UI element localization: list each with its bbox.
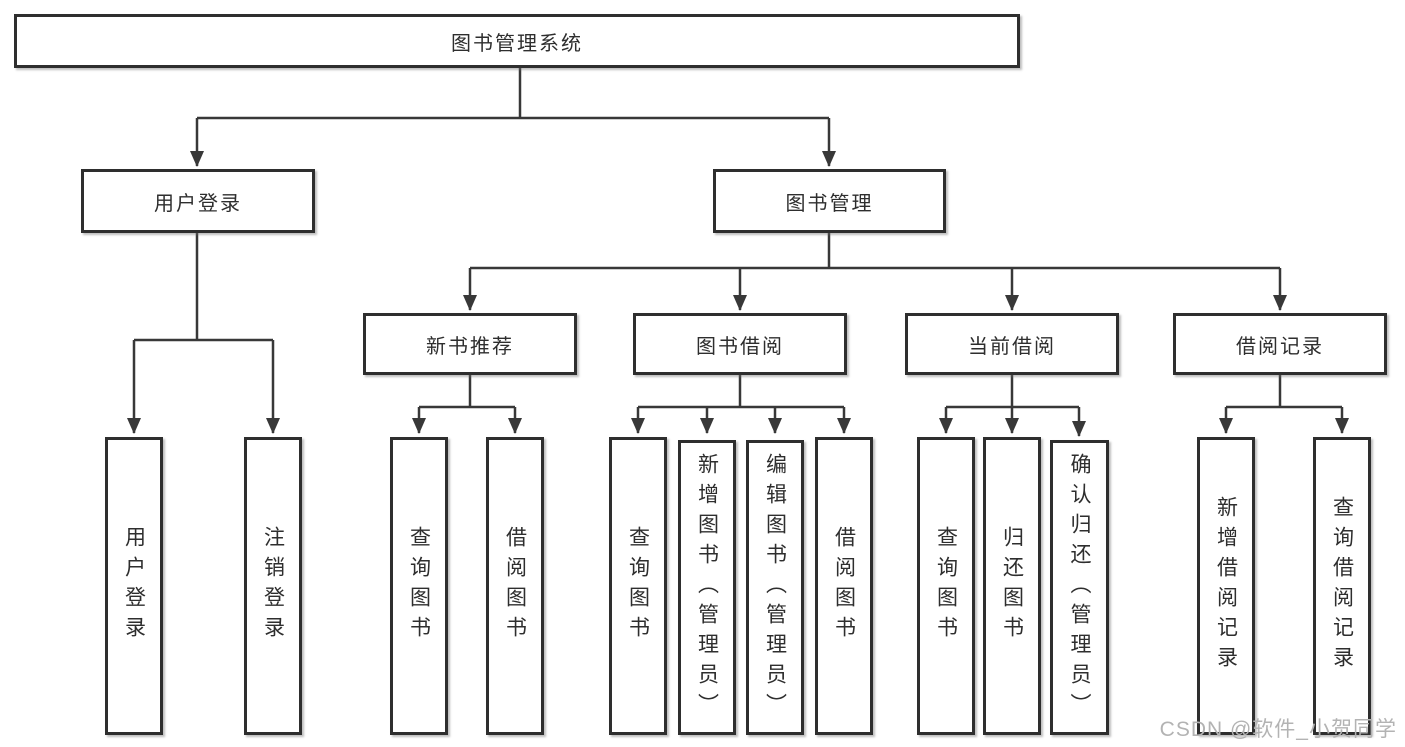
node-query-books-current: 查询图书 — [917, 437, 975, 735]
node-book-borrow: 图书借阅 — [633, 313, 847, 375]
node-add-books-admin: 新增图书（管理员） — [678, 440, 736, 735]
node-confirm-return-admin: 确认归还（管理员） — [1050, 440, 1109, 735]
node-return-books: 归还图书 — [983, 437, 1041, 735]
node-book-management: 图书管理 — [713, 169, 946, 233]
node-logout: 注销登录 — [244, 437, 302, 735]
node-user-login-branch: 用户登录 — [81, 169, 315, 233]
node-query-books-recommend: 查询图书 — [390, 437, 448, 735]
node-edit-books-admin: 编辑图书（管理员） — [746, 440, 804, 735]
node-borrow-books: 借阅图书 — [815, 437, 873, 735]
node-root-book-management-system: 图书管理系统 — [14, 14, 1020, 68]
node-query-borrow-record: 查询借阅记录 — [1313, 437, 1371, 735]
node-new-book-recommend: 新书推荐 — [363, 313, 577, 375]
node-query-books-borrow: 查询图书 — [609, 437, 667, 735]
node-add-borrow-record: 新增借阅记录 — [1197, 437, 1255, 735]
csdn-watermark: CSDN @软件_小贺同学 — [1159, 718, 1397, 741]
node-borrow-books-recommend: 借阅图书 — [486, 437, 544, 735]
node-user-login: 用户登录 — [105, 437, 163, 735]
node-borrow-records: 借阅记录 — [1173, 313, 1387, 375]
node-current-borrow: 当前借阅 — [905, 313, 1119, 375]
